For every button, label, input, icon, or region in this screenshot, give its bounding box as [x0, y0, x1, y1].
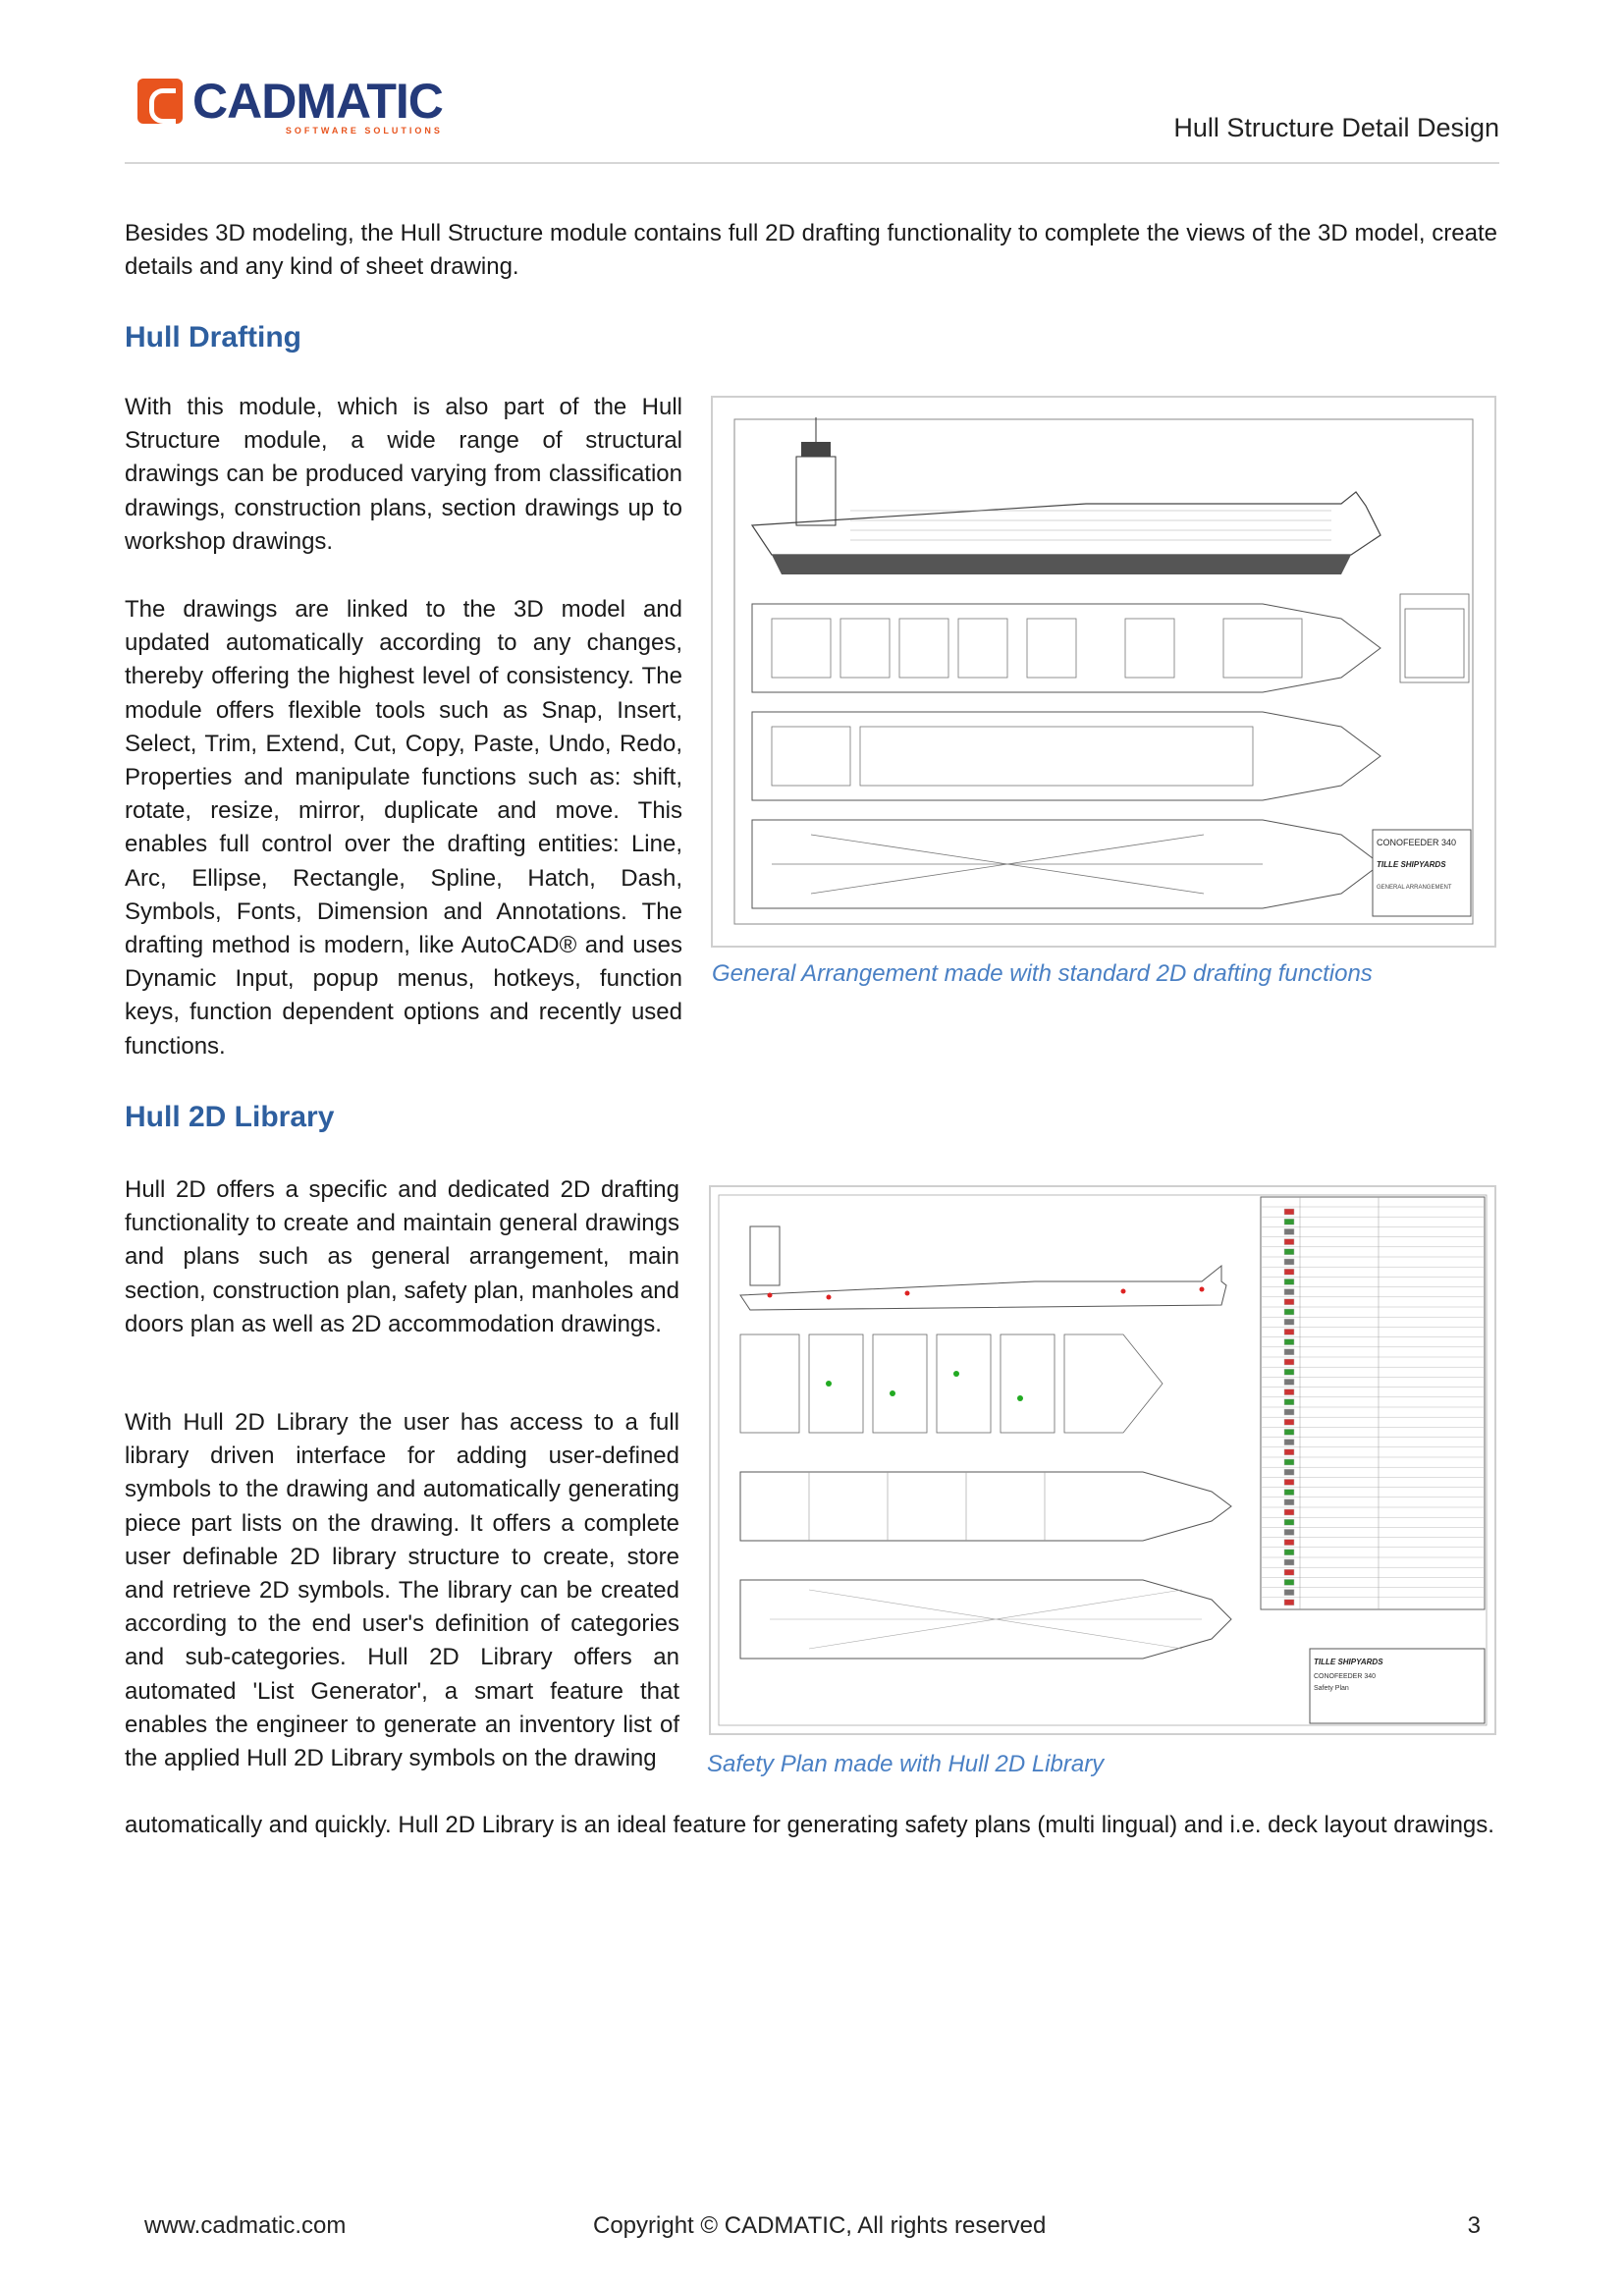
- legend-symbol: [1283, 1489, 1295, 1496]
- legend-symbol: [1283, 1539, 1295, 1546]
- section-heading-hull-2d-library: Hull 2D Library: [125, 1101, 335, 1133]
- legend-symbol: [1283, 1398, 1295, 1406]
- legend-symbol: [1283, 1518, 1295, 1526]
- logo-text: CADMATIC: [192, 74, 444, 129]
- legend-symbol: [1283, 1579, 1295, 1586]
- cadmatic-logo: CADMATIC SOFTWARE SOLUTIONS: [137, 74, 444, 136]
- hull-2d-library-paragraph-2: With Hull 2D Library the user has access…: [125, 1409, 679, 1772]
- legend-symbol: [1283, 1429, 1295, 1436]
- legend-symbol: [1283, 1318, 1295, 1326]
- sp-sheet-title: Safety Plan: [1314, 1685, 1349, 1692]
- legend-symbol: [1283, 1498, 1295, 1506]
- ga-ship-name: CONOFEEDER 340: [1377, 838, 1456, 847]
- legend-symbol: [1283, 1329, 1295, 1335]
- sp-shipyard: TILLE SHIPYARDS: [1314, 1658, 1383, 1666]
- legend-symbol: [1283, 1279, 1295, 1285]
- legend-symbol: [1283, 1589, 1295, 1596]
- general-arrangement-caption: General Arrangement made with standard 2…: [712, 960, 1373, 987]
- legend-symbol: [1283, 1218, 1295, 1225]
- footer-website: www.cadmatic.com: [144, 2212, 347, 2239]
- legend-table-rows: [1261, 1206, 1485, 1606]
- hull-2d-library-paragraph-2-continued: automatically and quickly. Hull 2D Libra…: [125, 1812, 1494, 1838]
- legend-symbol: [1283, 1268, 1295, 1276]
- legend-symbol: [1283, 1338, 1295, 1345]
- legend-symbol: [1283, 1228, 1295, 1235]
- footer-page-number: 3: [1467, 2212, 1481, 2239]
- legend-symbol: [1283, 1549, 1295, 1556]
- safety-plan-caption: Safety Plan made with Hull 2D Library: [707, 1751, 1105, 1777]
- hull-drafting-paragraph-1: With this module, which is also part of …: [125, 394, 682, 555]
- cadmatic-logo-icon: [137, 79, 183, 124]
- general-arrangement-drawing: CONOFEEDER 340 TILLE SHIPYARDS GENERAL A…: [733, 417, 1474, 925]
- hull-2d-library-paragraph-1: Hull 2D offers a specific and dedicated …: [125, 1176, 679, 1337]
- legend-symbol: [1283, 1408, 1295, 1416]
- legend-symbol: [1283, 1258, 1295, 1266]
- legend-symbol: [1283, 1238, 1295, 1245]
- legend-symbol: [1283, 1368, 1295, 1376]
- general-arrangement-figure: CONOFEEDER 340 TILLE SHIPYARDS GENERAL A…: [711, 396, 1496, 948]
- hull-drafting-paragraph-2: The drawings are linked to the 3D model …: [125, 596, 682, 1060]
- safety-plan-figure: TILLE SHIPYARDS CONOFEEDER 340 Safety Pl…: [709, 1185, 1496, 1735]
- legend-symbol: [1283, 1439, 1295, 1445]
- legend-symbol: [1283, 1599, 1295, 1606]
- legend-symbol: [1283, 1379, 1295, 1386]
- legend-symbol: [1283, 1568, 1295, 1576]
- legend-symbol: [1283, 1358, 1295, 1366]
- legend-symbol: [1283, 1418, 1295, 1426]
- legend-symbol: [1283, 1208, 1295, 1216]
- legend-symbol: [1283, 1308, 1295, 1316]
- header-divider: [125, 162, 1499, 164]
- legend-symbol: [1283, 1558, 1295, 1566]
- logo-subtext: SOFTWARE SOLUTIONS: [285, 126, 443, 136]
- legend-symbol: [1283, 1508, 1295, 1516]
- legend-symbol: [1283, 1348, 1295, 1356]
- legend-symbol: [1283, 1479, 1295, 1486]
- legend-symbol: [1283, 1388, 1295, 1395]
- legend-symbol: [1283, 1529, 1295, 1536]
- ga-sheet-title: GENERAL ARRANGEMENT: [1377, 885, 1452, 891]
- legend-symbol: [1283, 1248, 1295, 1256]
- section-heading-hull-drafting: Hull Drafting: [125, 321, 301, 354]
- legend-symbol: [1283, 1448, 1295, 1456]
- legend-symbol: [1283, 1458, 1295, 1466]
- legend-symbol: [1283, 1468, 1295, 1476]
- ga-shipyard: TILLE SHIPYARDS: [1377, 860, 1446, 869]
- sp-ship-name: CONOFEEDER 340: [1314, 1673, 1376, 1680]
- legend-symbol: [1283, 1288, 1295, 1295]
- intro-paragraph: Besides 3D modeling, the Hull Structure …: [125, 220, 1497, 281]
- legend-symbol: [1283, 1298, 1295, 1306]
- document-title: Hull Structure Detail Design: [1173, 113, 1499, 142]
- safety-plan-drawing: TILLE SHIPYARDS CONOFEEDER 340 Safety Pl…: [718, 1194, 1488, 1726]
- footer-copyright: Copyright © CADMATIC, All rights reserve…: [593, 2212, 1047, 2239]
